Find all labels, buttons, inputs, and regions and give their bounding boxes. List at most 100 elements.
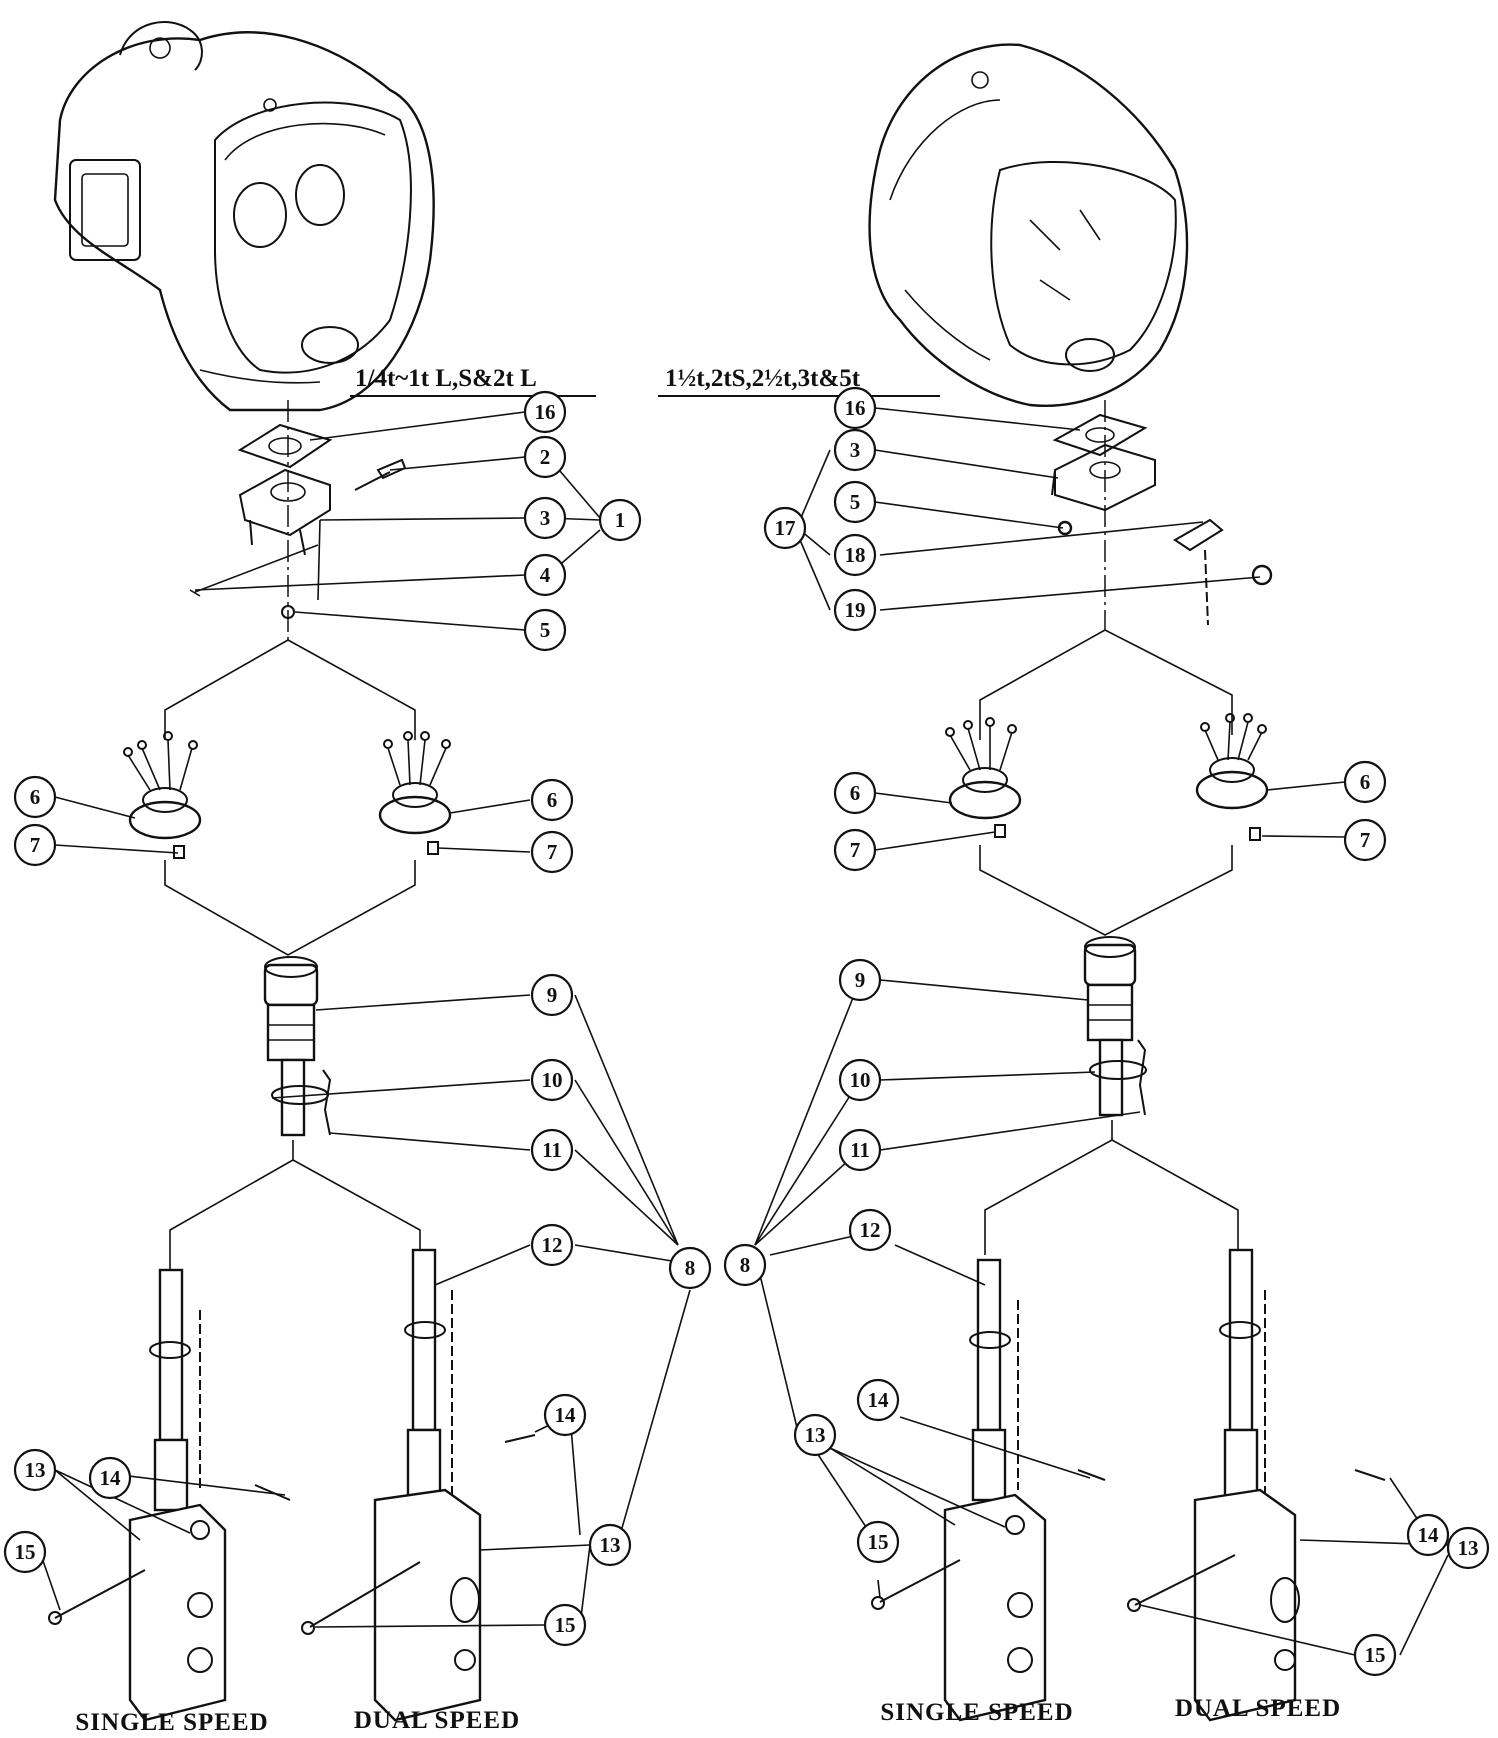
right-bracket-plate <box>1051 443 1156 512</box>
svg-text:9: 9 <box>547 983 558 1007</box>
callout-12-right: 12 <box>848 1208 892 1252</box>
svg-text:15: 15 <box>868 1530 889 1554</box>
svg-text:2: 2 <box>540 445 551 469</box>
svg-text:9: 9 <box>855 968 866 992</box>
callout-13-left-b: 13 <box>588 1523 632 1567</box>
left-hoist-housing <box>53 21 435 412</box>
left-connector-base-a <box>123 731 202 859</box>
svg-text:6: 6 <box>547 788 558 812</box>
callout-3-right: 3 <box>833 428 877 472</box>
svg-text:11: 11 <box>542 1138 562 1162</box>
callout-5-left: 5 <box>523 608 567 652</box>
svg-text:12: 12 <box>860 1218 881 1242</box>
svg-text:5: 5 <box>850 490 861 514</box>
caption-right-single-speed: SINGLE SPEED <box>880 1699 1073 1726</box>
svg-text:19: 19 <box>845 598 866 622</box>
callout-8-right: 8 <box>723 1243 767 1287</box>
callout-17-right: 17 <box>763 506 807 550</box>
callout-14-right-b: 14 <box>1406 1513 1450 1557</box>
callout-13-left-a: 13 <box>13 1448 57 1492</box>
left-suspension-bracket <box>238 458 407 601</box>
callout-15-right-a: 15 <box>856 1520 900 1564</box>
callout-9-left: 9 <box>530 973 574 1017</box>
left-single-screw <box>54 1569 146 1619</box>
left-dual-pin <box>504 1434 536 1443</box>
callout-11-left: 11 <box>530 1128 574 1172</box>
callout-14-left-b: 14 <box>543 1393 587 1437</box>
svg-text:1: 1 <box>615 508 626 532</box>
svg-text:13: 13 <box>25 1458 46 1482</box>
callout-15-left-b: 15 <box>543 1603 587 1647</box>
svg-text:7: 7 <box>547 840 558 864</box>
svg-text:7: 7 <box>1360 828 1371 852</box>
callout-16-left: 16 <box>523 390 567 434</box>
left-gasket-part <box>237 423 333 469</box>
left-single-pin <box>254 1484 291 1501</box>
svg-text:18: 18 <box>845 543 866 567</box>
svg-text:6: 6 <box>1360 770 1371 794</box>
svg-text:6: 6 <box>850 781 861 805</box>
callout-2-left: 2 <box>523 435 567 479</box>
svg-text:6: 6 <box>30 785 41 809</box>
left-dual-screw <box>309 1561 421 1628</box>
svg-text:3: 3 <box>850 438 861 462</box>
caption-left-single-speed: SINGLE SPEED <box>75 1709 268 1736</box>
callout-3-left: 3 <box>523 496 567 540</box>
svg-text:14: 14 <box>100 1466 122 1490</box>
svg-text:12: 12 <box>542 1233 563 1257</box>
callout-15-left-a: 15 <box>3 1530 47 1574</box>
right-dual-speed-pendant <box>1193 1248 1300 1722</box>
callout-11-right: 11 <box>838 1128 882 1172</box>
callout-13-right-a: 13 <box>793 1413 837 1457</box>
right-chain-hook <box>1173 518 1224 552</box>
callout-7-left-a: 7 <box>13 823 57 867</box>
callout-19-right: 19 <box>833 588 877 632</box>
right-connector-base-b <box>1195 713 1269 841</box>
right-single-screw <box>879 1559 961 1603</box>
svg-text:16: 16 <box>535 400 556 424</box>
callout-10-left: 10 <box>530 1058 574 1102</box>
callout-6-right-a: 6 <box>833 771 877 815</box>
right-single-speed-pendant <box>943 1258 1047 1722</box>
svg-text:5: 5 <box>540 618 551 642</box>
callout-6-right-b: 6 <box>1343 760 1387 804</box>
svg-text:15: 15 <box>1365 1643 1386 1667</box>
svg-text:3: 3 <box>540 506 551 530</box>
svg-text:8: 8 <box>740 1253 751 1277</box>
right-connector-base-a <box>945 717 1022 838</box>
callout-13-right-b: 13 <box>1446 1526 1490 1570</box>
right-gasket-part <box>1052 413 1148 457</box>
left-connector-base-b <box>378 731 452 855</box>
callout-6-left-a: 6 <box>13 775 57 819</box>
svg-text:16: 16 <box>845 396 866 420</box>
svg-text:17: 17 <box>775 516 796 540</box>
callout-4-left: 4 <box>523 553 567 597</box>
callout-1-left: 1 <box>598 498 642 542</box>
callout-18-right: 18 <box>833 533 877 577</box>
caption-left-dual-speed: DUAL SPEED <box>354 1707 520 1734</box>
left-single-speed-pendant <box>128 1268 227 1722</box>
svg-text:14: 14 <box>1418 1523 1440 1547</box>
svg-text:15: 15 <box>555 1613 576 1637</box>
svg-text:7: 7 <box>850 838 861 862</box>
caption-right-dual-speed: DUAL SPEED <box>1175 1695 1341 1722</box>
right-capacity-heading: 1½t,2tS,2½t,3t&5t <box>665 365 861 392</box>
left-dual-speed-pendant <box>373 1248 482 1722</box>
left-plug-connector <box>263 956 332 1137</box>
right-hoist-housing <box>868 43 1189 407</box>
svg-text:11: 11 <box>850 1138 870 1162</box>
right-single-pin <box>1077 1469 1106 1481</box>
callout-7-left-b: 7 <box>530 830 574 874</box>
callout-5-right: 5 <box>833 480 877 524</box>
callout-15-right-b: 15 <box>1353 1633 1397 1677</box>
left-capacity-heading: 1/4t~1t L,S&2t L <box>355 365 537 392</box>
callout-10-right: 10 <box>838 1058 882 1102</box>
callout-7-right-a: 7 <box>833 828 877 872</box>
svg-text:14: 14 <box>555 1403 577 1427</box>
right-dual-pin <box>1354 1469 1386 1481</box>
svg-text:15: 15 <box>15 1540 36 1564</box>
callout-7-right-b: 7 <box>1343 818 1387 862</box>
svg-text:10: 10 <box>542 1068 563 1092</box>
svg-text:13: 13 <box>1458 1536 1479 1560</box>
